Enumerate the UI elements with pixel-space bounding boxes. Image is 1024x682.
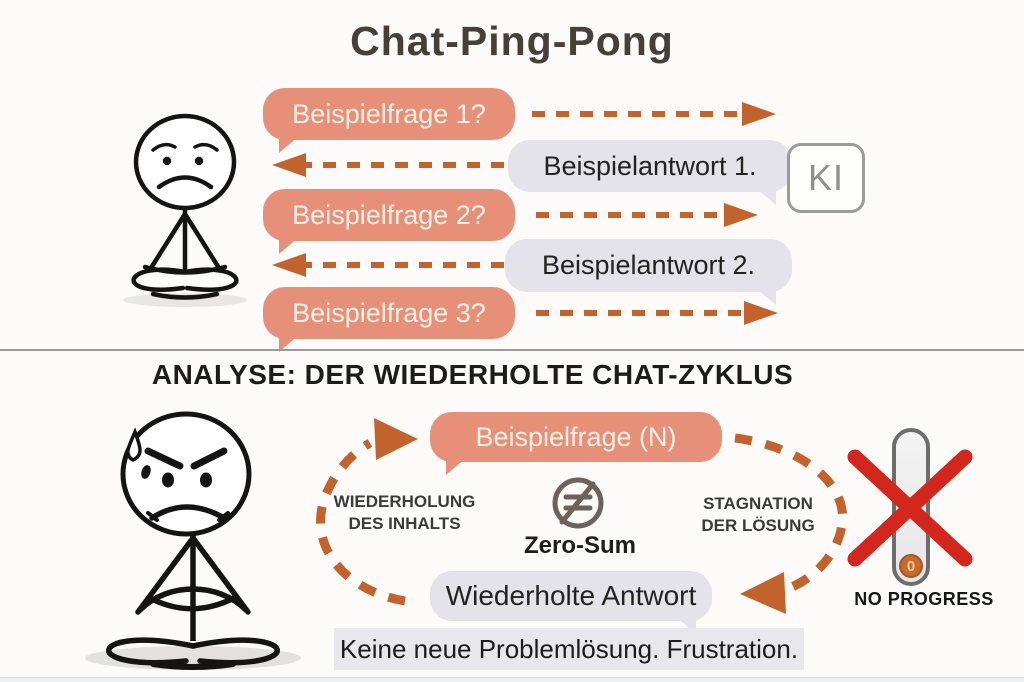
cycle-left-label-line1: WIEDERHOLUNG: [333, 492, 476, 511]
progress-zero-value: 0: [906, 557, 916, 575]
dashed-arrow-left-icon: [272, 253, 504, 277]
dashed-arrow-left-icon: [272, 153, 504, 177]
progress-zero-badge: 0: [899, 554, 923, 578]
not-equal-icon: [552, 477, 604, 529]
cycle-right-label: STAGNATION DER LÖSUNG: [688, 493, 828, 537]
x-mark-icon: [847, 449, 973, 567]
answer-bubble-1: Beispielantwort 1.: [508, 140, 792, 205]
bubble-tail: [279, 237, 299, 254]
page-title: Chat-Ping-Pong: [350, 18, 674, 64]
question-bubble-2: Beispielfrage 2?: [263, 189, 515, 254]
dashed-arrow-right-icon: [532, 102, 776, 126]
conclusion-caption: Keine neue Problemlösung. Frustration.: [334, 628, 804, 670]
section-divider: [0, 349, 1024, 351]
cycle-answer-bubble: Wiederholte Antwort: [430, 571, 712, 634]
sad-person-illustration: [123, 113, 247, 307]
question-bubble-2-text: Beispielfrage 2?: [292, 199, 486, 230]
cycle-right-label-line2: DER LÖSUNG: [701, 516, 815, 535]
question-bubble-1: Beispielfrage 1?: [263, 88, 515, 153]
cycle-right-label-line1: STAGNATION: [703, 494, 813, 513]
question-bubble-3: Beispielfrage 3?: [263, 287, 515, 352]
angry-person-illustration: [85, 411, 301, 670]
cycle-question-text: Beispielfrage (N): [475, 421, 677, 452]
bubble-tail: [446, 458, 466, 475]
ai-label-box: KI: [787, 143, 865, 213]
cycle-left-label-line2: DES INHALTS: [348, 514, 461, 533]
no-progress-label: NO PROGRESS: [854, 589, 994, 609]
cycle-question-bubble: Beispielfrage (N): [430, 412, 722, 475]
zero-sum-label: Zero-Sum: [523, 532, 636, 559]
dashed-arrow-right-icon: [536, 203, 758, 227]
bubble-tail: [279, 335, 299, 352]
cycle-left-label: WIEDERHOLUNG DES INHALTS: [322, 491, 487, 535]
dashed-arrow-right-icon: [536, 301, 778, 325]
question-bubble-3-text: Beispielfrage 3?: [292, 297, 486, 328]
bubble-tail: [756, 188, 776, 205]
cycle-loop-arrows-icon: [316, 418, 847, 614]
conclusion-caption-text: Keine neue Problemlösung. Frustration.: [339, 633, 799, 664]
answer-bubble-2-text: Beispielantwort 2.: [541, 250, 756, 280]
bottom-edge-strip: [0, 677, 1024, 682]
cycle-answer-text: Wiederholte Antwort: [445, 580, 697, 611]
question-bubble-1-text: Beispielfrage 1?: [292, 98, 486, 129]
answer-bubble-1-text: Beispielantwort 1.: [543, 150, 757, 181]
analysis-heading: ANALYSE: DER WIEDERHOLTE CHAT-ZYKLUS: [151, 359, 794, 390]
ai-label-text: KI: [807, 157, 844, 198]
bubble-tail: [756, 288, 776, 305]
answer-bubble-2: Beispielantwort 2.: [505, 239, 792, 305]
bubble-tail: [279, 136, 299, 153]
